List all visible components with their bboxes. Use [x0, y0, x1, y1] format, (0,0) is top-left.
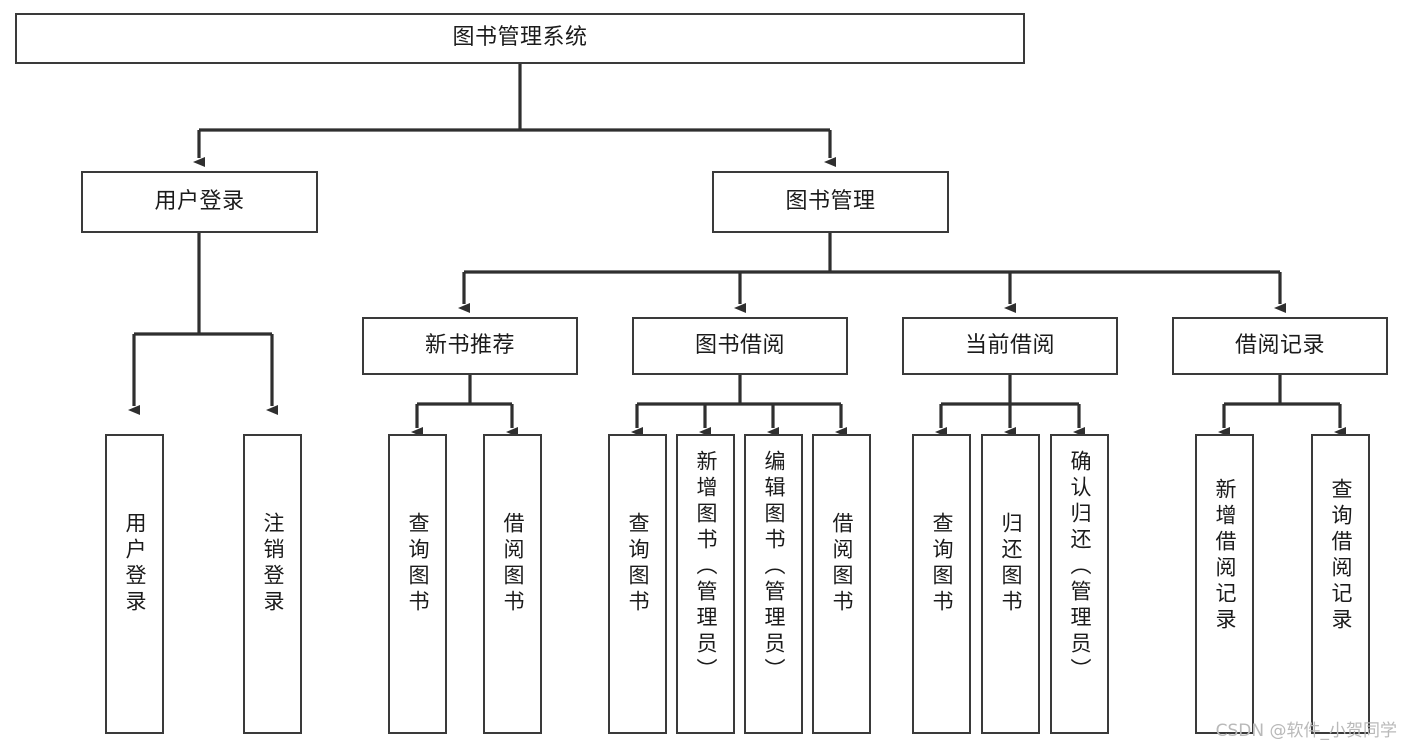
node-new-book-recommend-label: 新书推荐: [424, 332, 515, 358]
node-root-label: 图书管理系统: [452, 25, 588, 51]
leaf-return-book-label: 归还图书: [999, 512, 1023, 616]
node-book-manage-label: 图书管理: [785, 188, 876, 214]
leaf-edit-book-label: 编辑图书（管理员）: [762, 450, 786, 684]
node-book-borrow[interactable]: 图书借阅: [632, 317, 848, 375]
leaf-query-book-2-label: 查询图书: [626, 512, 650, 616]
leaf-edit-book[interactable]: 编辑图书（管理员）: [744, 434, 803, 734]
leaf-query-book-1[interactable]: 查询图书: [388, 434, 447, 734]
leaf-add-record-label: 新增借阅记录: [1213, 478, 1237, 634]
csdn-watermark: CSDN @软件_小贺同学: [1215, 721, 1397, 741]
leaf-borrow-book-1-label: 借阅图书: [501, 512, 525, 616]
node-current-borrow[interactable]: 当前借阅: [902, 317, 1118, 375]
node-book-borrow-label: 图书借阅: [694, 332, 785, 358]
leaf-add-book-label: 新增图书（管理员）: [694, 450, 718, 684]
node-new-book-recommend[interactable]: 新书推荐: [362, 317, 578, 375]
leaf-add-record[interactable]: 新增借阅记录: [1195, 434, 1254, 734]
leaf-borrow-book-2-label: 借阅图书: [830, 512, 854, 616]
leaf-query-book-1-label: 查询图书: [406, 512, 430, 616]
node-borrow-record[interactable]: 借阅记录: [1172, 317, 1388, 375]
leaf-query-record-label: 查询借阅记录: [1329, 478, 1353, 634]
node-current-borrow-label: 当前借阅: [964, 332, 1055, 358]
leaf-logout-login-label: 注销登录: [261, 512, 285, 616]
leaf-confirm-return-label: 确认归还（管理员）: [1068, 450, 1092, 684]
leaf-query-book-2[interactable]: 查询图书: [608, 434, 667, 734]
leaf-logout-login[interactable]: 注销登录: [243, 434, 302, 734]
leaf-user-login[interactable]: 用户登录: [105, 434, 164, 734]
node-borrow-record-label: 借阅记录: [1234, 332, 1325, 358]
leaf-query-book-3-label: 查询图书: [930, 512, 954, 616]
leaf-borrow-book-1[interactable]: 借阅图书: [483, 434, 542, 734]
leaf-add-book[interactable]: 新增图书（管理员）: [676, 434, 735, 734]
node-user-login-label: 用户登录: [154, 188, 245, 214]
node-root[interactable]: 图书管理系统: [15, 13, 1025, 64]
leaf-confirm-return[interactable]: 确认归还（管理员）: [1050, 434, 1109, 734]
leaf-query-record[interactable]: 查询借阅记录: [1311, 434, 1370, 734]
leaf-user-login-label: 用户登录: [123, 512, 147, 616]
node-user-login[interactable]: 用户登录: [81, 171, 318, 233]
leaf-borrow-book-2[interactable]: 借阅图书: [812, 434, 871, 734]
leaf-query-book-3[interactable]: 查询图书: [912, 434, 971, 734]
leaf-return-book[interactable]: 归还图书: [981, 434, 1040, 734]
node-book-manage[interactable]: 图书管理: [712, 171, 949, 233]
